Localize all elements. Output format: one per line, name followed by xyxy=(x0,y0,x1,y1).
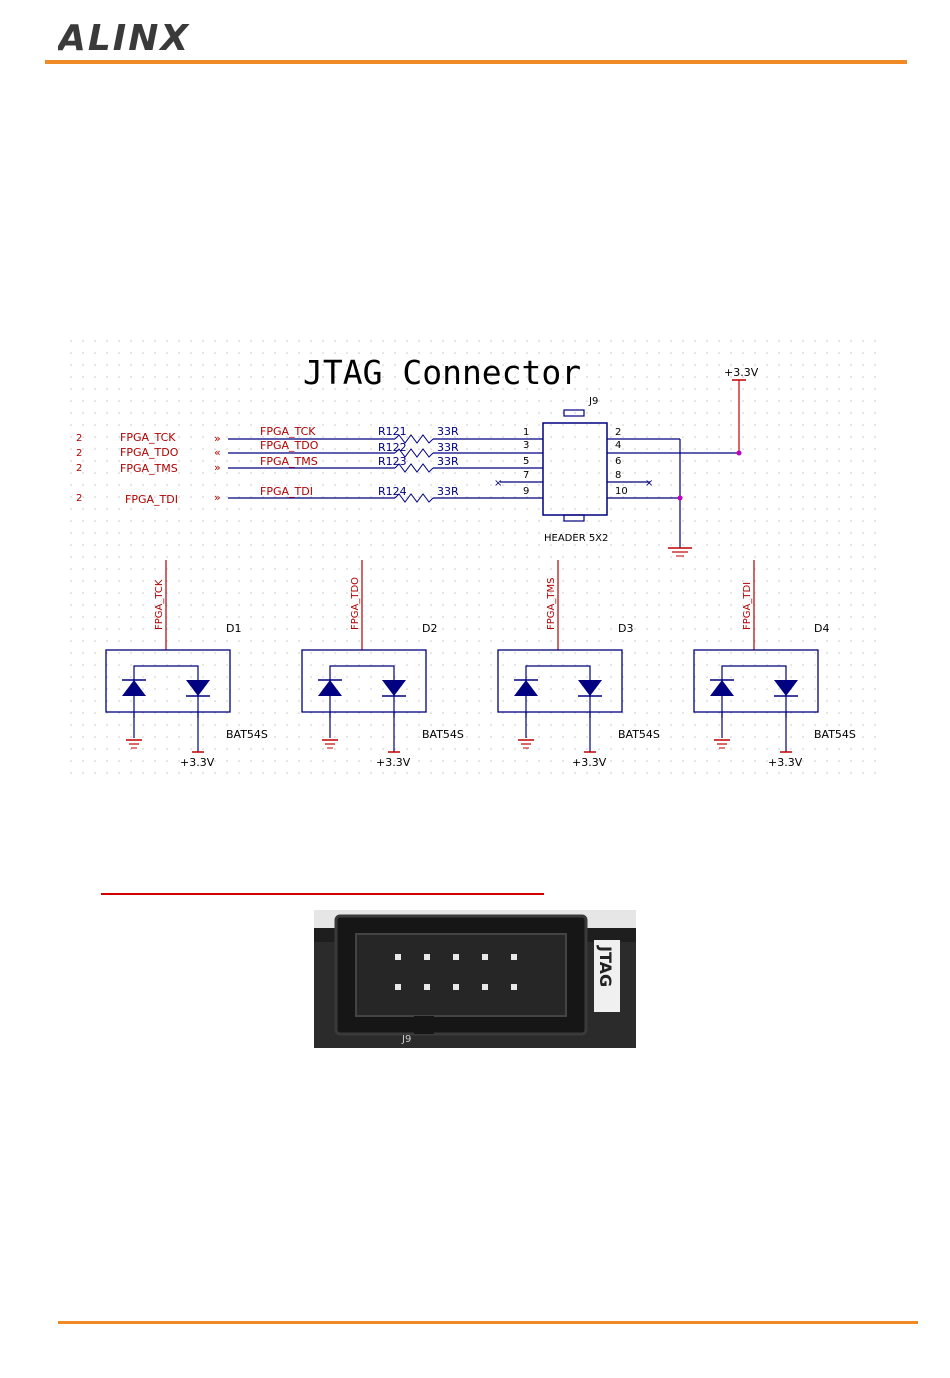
resistor-r123: R123 xyxy=(378,455,407,468)
diode-part-d3: BAT54S xyxy=(618,728,660,741)
svg-text:+3.3V: +3.3V xyxy=(572,756,607,769)
jtag-schematic: JTAG Connector +3.3V J9 HEADER 5X2 1 3 5… xyxy=(70,340,880,780)
svg-text:2: 2 xyxy=(76,493,82,504)
svg-text:FPGA_TDI: FPGA_TDI xyxy=(742,582,753,630)
pin-10: 10 xyxy=(615,486,628,497)
port-fpga-tdi: FPGA_TDI xyxy=(125,493,178,506)
header-rule xyxy=(45,60,907,64)
net-fpga-tdi: FPGA_TDI xyxy=(260,485,313,498)
resistor-r121: R121 xyxy=(378,425,407,438)
net-fpga-tms: FPGA_TMS xyxy=(260,455,318,468)
port-fpga-tms: FPGA_TMS xyxy=(120,462,178,475)
pin-4: 4 xyxy=(615,440,621,451)
svg-text:»: » xyxy=(214,432,221,445)
svg-text:+3.3V: +3.3V xyxy=(180,756,215,769)
svg-text:»: » xyxy=(214,491,221,504)
svg-text:2: 2 xyxy=(76,463,82,474)
connector-part: HEADER 5X2 xyxy=(544,533,608,544)
svg-text:2: 2 xyxy=(76,448,82,459)
svg-text:FPGA_TDO: FPGA_TDO xyxy=(350,577,361,630)
svg-text:«: « xyxy=(214,446,221,459)
svg-text:2: 2 xyxy=(76,433,82,444)
svg-text:×: × xyxy=(494,478,502,489)
jtag-header-photo: J9 JTAG xyxy=(314,910,636,1048)
resistor-r124: R124 xyxy=(378,485,407,498)
pin-2: 2 xyxy=(615,427,621,438)
footer-rule xyxy=(58,1321,918,1324)
svg-text:»: » xyxy=(214,461,221,474)
diode-ref-d2: D2 xyxy=(422,622,437,635)
svg-text:FPGA_TMS: FPGA_TMS xyxy=(546,578,557,630)
pin-5: 5 xyxy=(523,456,529,467)
pin-1: 1 xyxy=(523,427,529,438)
pin-3: 3 xyxy=(523,440,529,451)
net-fpga-tck: FPGA_TCK xyxy=(260,425,316,438)
diode-ref-d4: D4 xyxy=(814,622,829,635)
red-underline xyxy=(101,893,544,895)
grid-background xyxy=(70,340,880,780)
pin-7: 7 xyxy=(523,470,529,481)
logo-text: ALINX xyxy=(58,18,190,58)
resistor-r122-value: 33R xyxy=(437,441,459,454)
pin-9: 9 xyxy=(523,486,529,497)
pin-6: 6 xyxy=(615,456,621,467)
resistor-r124-value: 33R xyxy=(437,485,459,498)
power-rail-label: +3.3V xyxy=(724,366,759,379)
svg-text:+3.3V: +3.3V xyxy=(768,756,803,769)
net-fpga-tdo: FPGA_TDO xyxy=(260,439,319,452)
port-fpga-tdo: FPGA_TDO xyxy=(120,446,179,459)
resistor-r122: R122 xyxy=(378,441,407,454)
header-label: J9 xyxy=(401,1034,411,1045)
resistor-r123-value: 33R xyxy=(437,455,459,468)
diode-ref-d1: D1 xyxy=(226,622,241,635)
pin-8: 8 xyxy=(615,470,621,481)
resistor-r121-value: 33R xyxy=(437,425,459,438)
alinx-logo: ALINX xyxy=(58,14,228,58)
diode-part-d4: BAT54S xyxy=(814,728,856,741)
connector-ref: J9 xyxy=(588,396,598,407)
svg-text:FPGA_TCK: FPGA_TCK xyxy=(154,579,165,630)
schematic-title: JTAG Connector xyxy=(303,353,581,392)
diode-part-d1: BAT54S xyxy=(226,728,268,741)
silkscreen-label: JTAG xyxy=(596,945,615,987)
diode-ref-d3: D3 xyxy=(618,622,633,635)
port-fpga-tck: FPGA_TCK xyxy=(120,431,176,444)
diode-part-d2: BAT54S xyxy=(422,728,464,741)
svg-text:+3.3V: +3.3V xyxy=(376,756,411,769)
svg-text:×: × xyxy=(645,478,653,489)
